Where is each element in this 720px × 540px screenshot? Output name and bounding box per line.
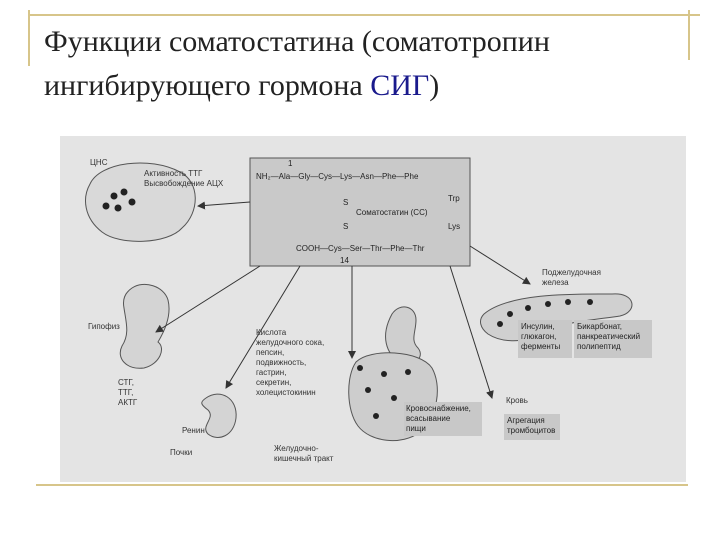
formula-name: Соматостатин (СС) [356, 208, 428, 217]
pancreas-label: Поджелудочная железа [542, 268, 601, 287]
blood-supply-label: Кровоснабжение, всасывание пищи [406, 404, 471, 433]
slide-title: Функции соматостатина (соматотропин инги… [44, 25, 550, 102]
arrow-to-kidney [225, 265, 301, 389]
pancreas-dot [587, 299, 593, 305]
gi-tract-label: Желудочно- кишечный тракт [274, 444, 334, 463]
formula-row-1: NH₂—Ala—Gly—Cys—Lys—Asn—Phe—Phe [256, 172, 419, 181]
blood-supply-panel [404, 402, 482, 436]
arrow-to-blood [449, 265, 494, 399]
kidney-shape [201, 393, 237, 438]
renin-label: Ренин [182, 426, 205, 435]
slide-bottom-line [36, 484, 688, 486]
arrow-to-cns [197, 201, 251, 210]
cns-label: ЦНС [90, 158, 108, 167]
arrow-to-pancreas [469, 245, 531, 285]
gi-dot [391, 395, 397, 401]
pituitary-shape [119, 284, 170, 369]
brain-dot [110, 192, 118, 200]
pituitary-label: Гипофиз [88, 322, 120, 331]
gi-dot [365, 387, 371, 393]
brain-dot [102, 202, 110, 210]
pancreas-secretion-label: Бикарбонат, панкреатический полипептид [577, 322, 641, 351]
formula-right-lys: Lys [448, 222, 461, 231]
arrow-to-pituitary [155, 265, 261, 333]
pancreas-hormones-panel [518, 320, 572, 358]
gi-secretion-label: Кислота желудочного сока, пепсин, подвиж… [256, 328, 325, 397]
formula-sulfur-1: S [343, 198, 349, 207]
formula-box [249, 157, 471, 267]
pancreas-dot [545, 301, 551, 307]
brain-dot [128, 198, 136, 206]
formula-c-index: 14 [340, 256, 349, 265]
gi-dot [405, 369, 411, 375]
platelets-label: Агрегация тромбоцитов [507, 416, 556, 435]
pancreas-dot [497, 321, 503, 327]
pancreas-hormones-label: Инсулин, глюкагон, ферменты [521, 322, 561, 351]
gi-dot [357, 365, 363, 371]
slide-top-line [28, 14, 700, 16]
cns-effects-label: Активность ТТГ Высвобождение АЦХ [144, 169, 224, 188]
gi-dot [381, 371, 387, 377]
formula-right-trp: Trp [448, 194, 460, 203]
pancreas-dot [565, 299, 571, 305]
kidney-label: Почки [170, 448, 193, 457]
brain-shape [85, 162, 196, 242]
formula-row-2: COOH—Cys—Ser—Thr—Phe—Thr [296, 244, 425, 253]
slide-corner-vertical-line [28, 10, 30, 66]
title-accent: СИГ [370, 69, 430, 102]
slide-right-line [688, 10, 690, 60]
pancreas-dot [525, 305, 531, 311]
formula-sulfur-2: S [343, 222, 349, 231]
somatostatin-figure: ЦНС Активность ТТГ Высвобождение АЦХ 1 N… [60, 136, 686, 482]
brain-dot [114, 204, 122, 212]
formula-n-index: 1 [288, 159, 293, 168]
pancreas-secretion-panel [574, 320, 652, 358]
gi-dot [373, 413, 379, 419]
brain-dot [120, 188, 128, 196]
blood-label: Кровь [506, 396, 528, 405]
pituitary-hormones-label: СТГ, ТТГ, АКТГ [118, 378, 138, 407]
platelets-panel [504, 414, 560, 440]
pancreas-dot [507, 311, 513, 317]
